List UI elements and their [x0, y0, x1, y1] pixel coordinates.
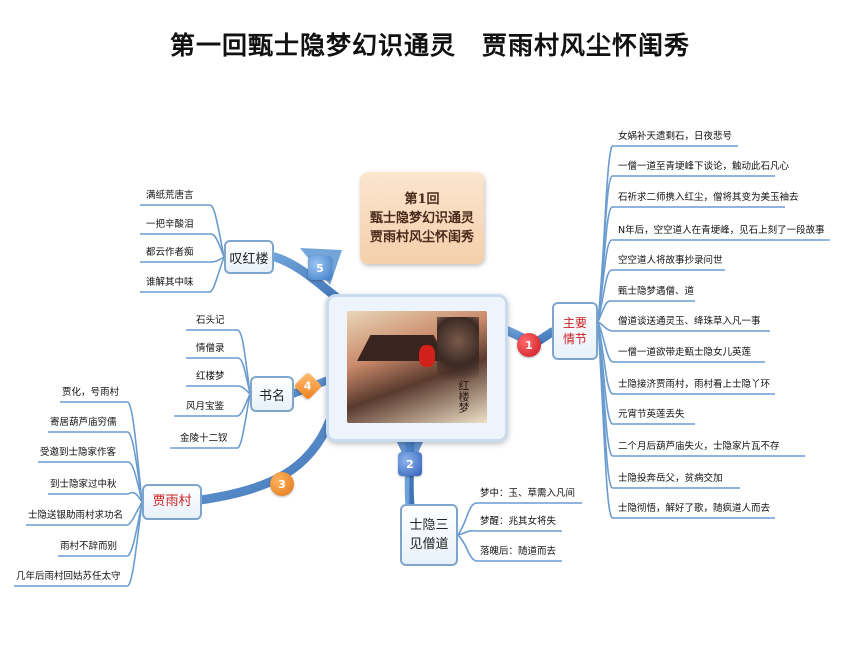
branch-shiyin-monks[interactable]: 士隐三 见僧道: [400, 504, 458, 566]
title-item-3: 红楼梦: [196, 371, 225, 382]
lament-item-3: 都云作者痴: [146, 247, 194, 258]
branch-main-plot-label2: 情节: [562, 332, 587, 346]
yucun-item-2: 寄居葫芦庙穷儒: [50, 417, 117, 428]
lament-item-1: 满纸荒唐言: [146, 190, 194, 201]
title-item-1: 石头记: [196, 315, 225, 326]
plot-item-5: 空空道人将故事抄录问世: [618, 255, 723, 266]
shiyin-item-3: 落魄后：随道而去: [480, 546, 557, 557]
yucun-item-1: 贾化，号雨村: [62, 387, 120, 398]
chapter-number: 第1回: [404, 191, 440, 207]
plot-item-1: 女娲补天遗剩石，日夜悲号: [618, 131, 733, 142]
lament-item-4: 谁解其中味: [146, 277, 194, 288]
plot-item-9: 士隐接济贾雨村，雨村看上士隐丫环: [618, 379, 771, 390]
branch-jia-yucun[interactable]: 贾雨村: [142, 484, 202, 520]
badge-5: 5: [308, 256, 332, 280]
yucun-item-5: 士隐送银助雨村求功名: [28, 510, 124, 521]
chapter-title-card: 第1回 甄士隐梦幻识通灵 贾雨村风尘怀闺秀: [360, 172, 484, 264]
branch-main-plot[interactable]: 主要 情节: [552, 302, 598, 360]
shiyin-item-1: 梦中：玉、草需入凡间: [480, 488, 576, 499]
yucun-item-4: 到士隐家过中秋: [50, 479, 117, 490]
branch-main-plot-label1: 主要: [562, 316, 587, 330]
yucun-item-7: 几年后雨村回姑苏任太守: [16, 571, 121, 582]
plot-item-11: 二个月后葫芦庙失火，士隐家片瓦不存: [618, 441, 780, 452]
plot-item-8: 一僧一道欲带走甄士隐女儿英莲: [618, 347, 752, 358]
badge-3: 3: [270, 472, 294, 496]
badge-2: 2: [398, 452, 422, 476]
plot-item-2: 一僧一道至青埂峰下谈论，触动此石凡心: [618, 161, 790, 172]
branch-shiyin-label1: 士隐三: [409, 518, 449, 533]
title-item-4: 风月宝鉴: [186, 401, 225, 412]
central-illustration: 红楼梦: [347, 311, 487, 423]
tree-silhouette: [437, 317, 479, 397]
lament-item-2: 一把辛酸泪: [146, 219, 194, 230]
chapter-title-line1: 甄士隐梦幻识通灵: [369, 210, 474, 226]
central-node: 红楼梦: [326, 294, 508, 442]
plot-item-6: 甄士隐梦遇僧、道: [618, 286, 695, 297]
plot-item-13: 士隐彻悟，解好了歌，随疯道人而去: [618, 503, 771, 514]
plot-item-10: 元宵节英莲丢失: [618, 409, 685, 420]
title-item-2: 情僧录: [196, 343, 225, 354]
yucun-item-6: 雨村不辞而别: [60, 541, 118, 552]
branch-shiyin-label2: 见僧道: [409, 537, 449, 552]
branch-lament[interactable]: 叹红楼: [224, 240, 274, 274]
plot-item-7: 僧道谈送通灵玉、绛珠草入凡一事: [618, 316, 761, 327]
chapter-title-line2: 贾雨村风尘怀闺秀: [369, 229, 474, 245]
plot-item-4: N年后，空空道人在青埂峰，见石上刻了一段故事: [618, 225, 825, 236]
branch-book-titles[interactable]: 书名: [250, 376, 294, 412]
plot-item-12: 士隐投奔岳父，贫病交加: [618, 473, 723, 484]
calligraphy-text: 红楼梦: [457, 380, 470, 413]
title-item-5: 金陵十二钗: [180, 433, 228, 444]
red-lantern: [419, 345, 435, 367]
yucun-item-3: 受邀到士隐家作客: [40, 447, 117, 458]
plot-item-3: 石祈求二师携入红尘，僧将其变为美玉袖去: [618, 192, 799, 203]
badge-1: 1: [517, 333, 541, 357]
shiyin-item-2: 梦醒：兆其女将失: [480, 516, 557, 527]
page-title: 第一回甄士隐梦幻识通灵 贾雨村风尘怀闺秀: [169, 31, 690, 60]
